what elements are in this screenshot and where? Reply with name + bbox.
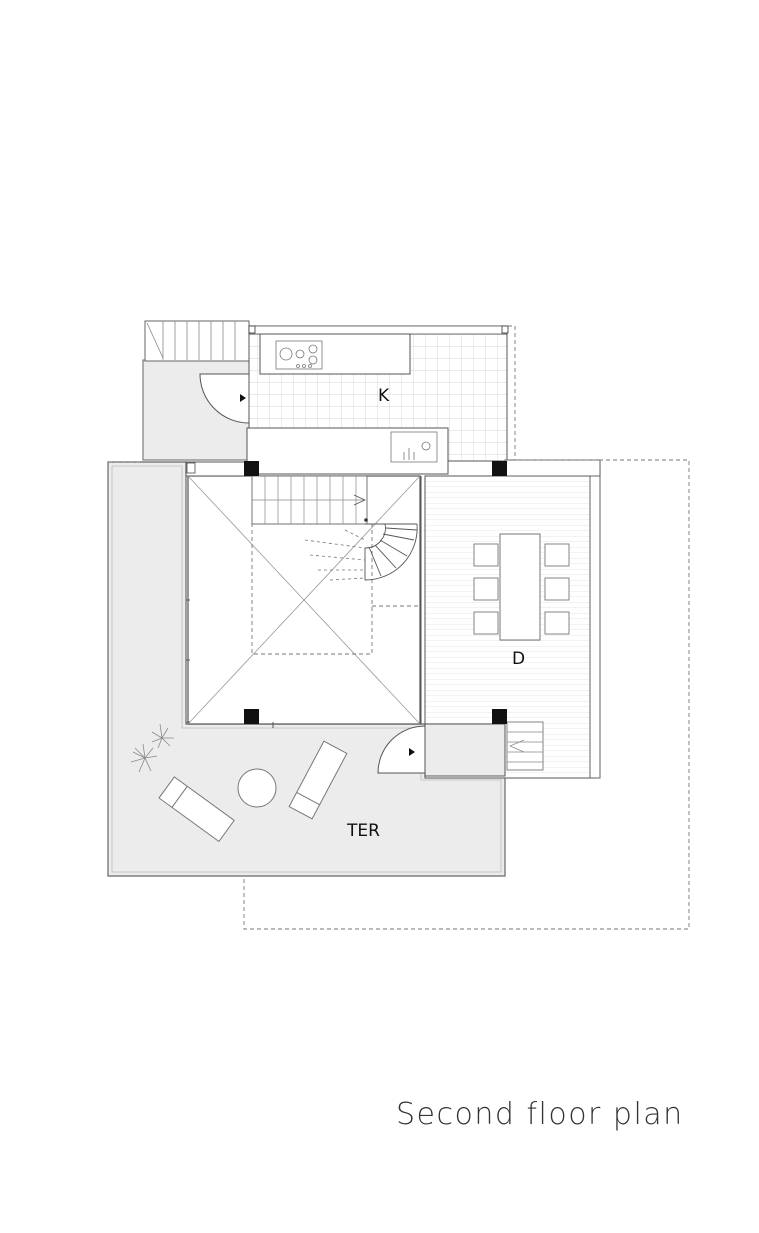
lower-entry bbox=[377, 723, 506, 777]
terrace-furniture bbox=[158, 740, 348, 843]
stair-void bbox=[185, 461, 421, 728]
plan-caption: Second floor plan bbox=[396, 1097, 684, 1132]
room-label-dining: D bbox=[512, 649, 526, 669]
upper-landing bbox=[142, 320, 250, 461]
structural-columns bbox=[244, 461, 507, 724]
kitchen-room bbox=[246, 325, 509, 475]
room-label-terrace: TER bbox=[347, 821, 380, 841]
room-label-kitchen: K bbox=[378, 386, 390, 406]
plant-icon bbox=[130, 723, 174, 773]
